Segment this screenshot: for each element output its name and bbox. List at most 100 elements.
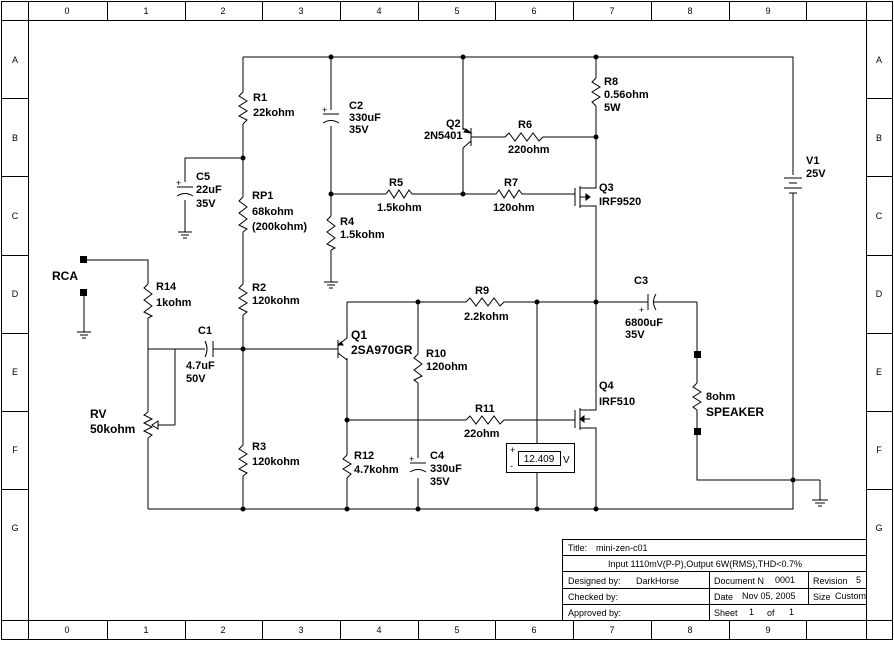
drawing-description: Input 1110mV(P-P),Output 6W(RMS),THD<0.7…	[608, 559, 802, 569]
mosfet-q3[interactable]	[574, 178, 597, 212]
label-r14-value: 1kohm	[156, 297, 192, 309]
label-c5-ref: C5	[196, 171, 210, 183]
resistor-r4[interactable]	[326, 215, 337, 251]
label-r8-value: 0.56ohm	[604, 89, 649, 101]
ground-icon	[77, 331, 91, 339]
label-c1-ref: C1	[198, 325, 212, 337]
capacitor-c3[interactable]: +	[639, 293, 657, 315]
docno-value: 0001	[775, 575, 795, 585]
row-label: E	[876, 367, 882, 377]
resistor-r8[interactable]	[591, 77, 601, 107]
col-label: 8	[687, 6, 692, 16]
col-label: 2	[220, 6, 225, 16]
resistor-r1[interactable]	[237, 91, 248, 125]
capacitor-c2[interactable]: +	[322, 105, 340, 124]
resistor-r11[interactable]	[465, 415, 506, 425]
label-r12-ref: R12	[354, 450, 374, 462]
label-c5-rating: 35V	[196, 198, 216, 210]
voltmeter[interactable]: + - 12.409 V	[506, 443, 575, 473]
resistor-r10[interactable]	[413, 353, 423, 384]
col-label: 0	[64, 625, 69, 635]
size-value: Custom	[835, 591, 866, 601]
label-c1-value: 4.7uF	[186, 360, 215, 372]
potentiometer-rv[interactable]	[142, 411, 159, 439]
transistor-q2[interactable]	[462, 127, 473, 149]
battery-v1[interactable]	[784, 177, 802, 198]
col-label: 1	[143, 625, 148, 635]
sheet-label: Sheet	[714, 608, 738, 618]
col-label: 1	[143, 6, 148, 16]
row-ruler-left: A B C D E F G	[11, 55, 18, 533]
col-label: 5	[454, 625, 459, 635]
label-q1-part: 2SA970GR	[351, 343, 413, 357]
rca-connector[interactable]	[80, 256, 87, 296]
label-r3-ref: R3	[252, 441, 266, 453]
svg-text:+: +	[409, 454, 414, 464]
ground-icon	[178, 231, 192, 239]
label-v1-value: 25V	[806, 168, 826, 180]
label-r9-value: 2.2kohm	[464, 311, 509, 323]
label-r6-value: 220ohm	[508, 144, 550, 156]
revision-value: 5	[856, 575, 861, 585]
resistor-r2[interactable]	[237, 283, 248, 316]
label-q2-ref: Q2	[446, 118, 461, 130]
label-r1-value: 22kohm	[253, 107, 295, 119]
label-c3-value: 6800uF	[625, 317, 663, 329]
resistor-r5[interactable]	[385, 189, 414, 199]
resistor-r14[interactable]	[143, 283, 154, 319]
mosfet-q4[interactable]	[574, 398, 597, 430]
col-label: 4	[376, 6, 381, 16]
speaker-connector[interactable]	[694, 351, 701, 435]
row-label: C	[876, 211, 883, 221]
col-label: 9	[765, 625, 770, 635]
of-label: of	[767, 608, 775, 618]
svg-text:+: +	[639, 305, 644, 315]
capacitor-c4[interactable]: +	[409, 454, 427, 473]
resistor-r6[interactable]	[504, 132, 547, 142]
label-r5-value: 1.5kohm	[377, 202, 422, 214]
resistor-r9[interactable]	[465, 297, 506, 307]
label-r8-ref: R8	[604, 76, 618, 88]
row-label: B	[876, 133, 882, 143]
label-r10-value: 120ohm	[426, 361, 468, 373]
resistor-r12[interactable]	[342, 454, 352, 479]
label-speaker: SPEAKER	[706, 405, 764, 419]
label-rv-value: 50kohm	[90, 422, 135, 436]
approved-label: Approved by:	[568, 608, 621, 618]
col-label: 7	[609, 6, 614, 16]
transistor-q1[interactable]	[336, 337, 348, 361]
voltmeter-unit: V	[563, 455, 570, 466]
resistor-rp1[interactable]	[238, 196, 248, 233]
label-rv-ref: RV	[90, 407, 106, 421]
svg-text:+: +	[322, 105, 327, 115]
resistor-speaker[interactable]	[692, 382, 702, 411]
capacitor-c5[interactable]: +	[176, 178, 194, 197]
col-label: 3	[298, 6, 303, 16]
label-c4-value: 330uF	[430, 463, 462, 475]
col-label: 2	[220, 625, 225, 635]
wires	[83, 56, 821, 510]
col-label: 9	[765, 6, 770, 16]
label-q4-part: IRF510	[599, 396, 635, 408]
label-c5-value: 22uF	[196, 184, 222, 196]
label-r9-ref: R9	[475, 285, 489, 297]
sheet-value: 1	[749, 607, 754, 617]
resistor-r7[interactable]	[495, 189, 524, 199]
designed-label: Designed by:	[568, 576, 621, 586]
col-label: 6	[531, 6, 536, 16]
ground-icon	[324, 281, 338, 289]
label-r2-value: 120kohm	[252, 295, 300, 307]
size-label: Size	[813, 592, 831, 602]
col-label: 0	[64, 6, 69, 16]
title-label: Title:	[568, 543, 587, 553]
svg-text:+: +	[176, 178, 181, 188]
label-c2-rating: 35V	[349, 124, 369, 136]
col-label: 3	[298, 625, 303, 635]
col-label: 8	[687, 625, 692, 635]
row-label: G	[11, 523, 18, 533]
capacitor-c1[interactable]	[204, 340, 214, 358]
date-value: Nov 05, 2005	[742, 591, 796, 601]
resistor-r3[interactable]	[237, 444, 248, 477]
label-r11-ref: R11	[475, 403, 495, 415]
column-ruler-top: 0 1 2 3 4 5 6 7 8 9	[64, 6, 770, 16]
